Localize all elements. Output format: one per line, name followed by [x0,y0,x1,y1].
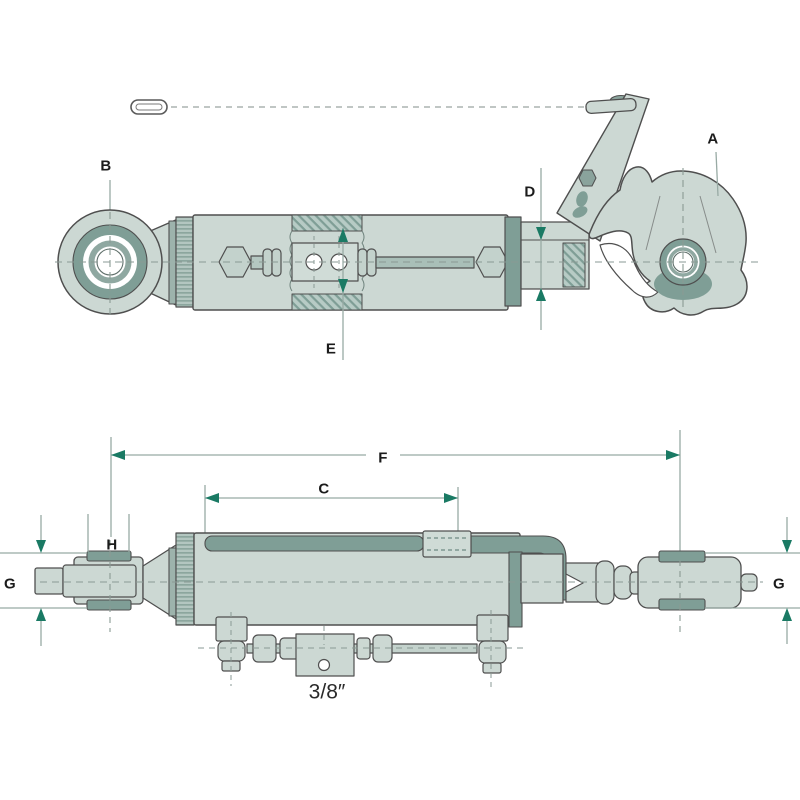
latch-lever [556,93,650,242]
dim-label-g-right: G [773,575,785,593]
cutaway-window [289,214,365,311]
dim-label-g-left: G [4,575,16,593]
dim-label-h: H [106,536,118,554]
dim-label-c: C [318,480,330,498]
dim-label-f: F [374,450,392,466]
dim-d [536,168,546,330]
dim-g-right [705,517,800,644]
dim-label-a: A [707,130,719,148]
dim-label-d: D [524,183,536,201]
thread-size-label: 3/8″ [308,680,346,704]
dim-label-b: B [100,157,112,175]
top-view-assembly [55,93,763,360]
valve-port-hole [317,658,331,672]
right-ball-joint [637,550,758,611]
dim-e [338,228,348,360]
thread-hatch [562,242,586,288]
right-elbow-hex [478,640,507,664]
gland-block [520,553,564,604]
right-elbow-body [476,614,509,642]
dim-label-e: E [325,340,337,358]
bottom-valve-circuit [215,614,509,677]
pipe-clamp [422,530,472,558]
dim-a-line [715,151,719,197]
bottom-view-assembly [0,430,800,690]
bellows-band-bottom [175,532,195,626]
steel-pipe [204,535,425,552]
cylinder-head-band [508,551,523,628]
left-elbow-body [215,616,248,642]
left-ball-joint [34,544,177,620]
latch-pivot-bolt [578,169,597,187]
dim-f [110,430,681,557]
neck-collar [168,220,177,305]
dim-h [87,514,130,552]
dim-g-left [0,515,87,646]
linch-pin [130,99,168,115]
